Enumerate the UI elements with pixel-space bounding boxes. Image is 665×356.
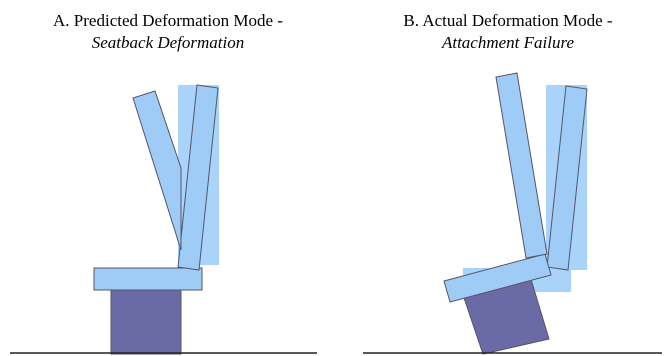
- panel-a-deformed-seatback: [132, 90, 182, 251]
- panel-b-drawing: [363, 72, 662, 355]
- panel-b-tilted-cushion: [443, 253, 552, 303]
- panel-a-pedestal: [110, 289, 182, 355]
- panel-b-caption: B. Actual Deformation Mode - Attachment …: [353, 10, 663, 54]
- panel-a-drawing: [10, 84, 317, 355]
- panel-a-heading: A. Predicted Deformation Mode -: [53, 11, 283, 30]
- panel-a-subheading: Seatback Deformation: [91, 33, 245, 52]
- panel-b-seatback-outline: [546, 85, 588, 271]
- panel-b-tilted-seatback: [495, 72, 548, 259]
- panel-a-seat-cushion: [93, 267, 203, 291]
- panel-b-heading: B. Actual Deformation Mode -: [403, 11, 613, 30]
- panel-a-seatback: [177, 84, 219, 271]
- panel-a-caption: A. Predicted Deformation Mode - Seatback…: [3, 10, 333, 54]
- panel-b-subheading: Attachment Failure: [441, 33, 575, 52]
